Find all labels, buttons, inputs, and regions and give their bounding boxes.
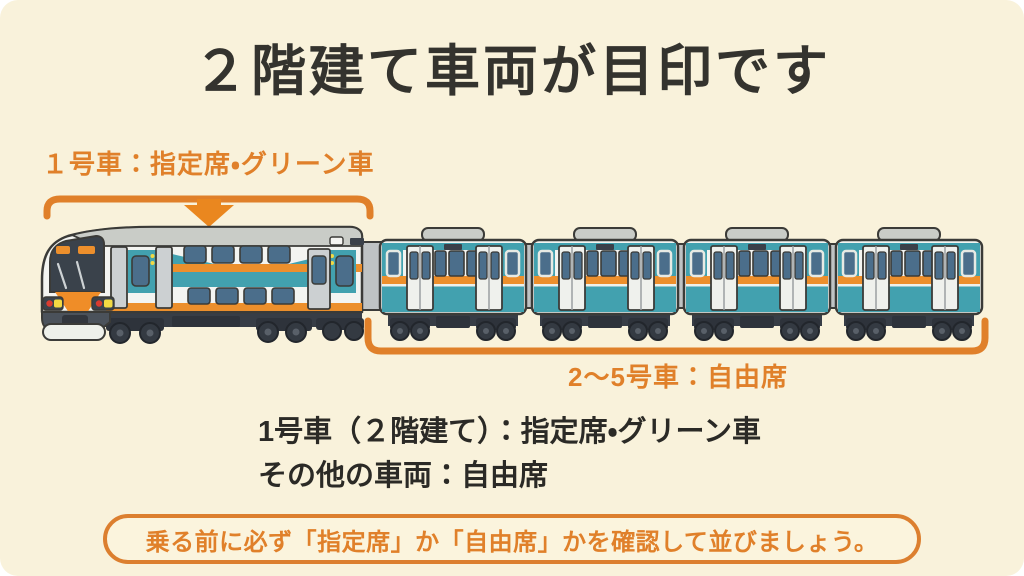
car1-double-decker	[40, 225, 364, 344]
car1-door	[155, 246, 173, 309]
train-illustration	[40, 225, 984, 344]
car1-teal-panel-left	[128, 250, 156, 293]
headlight-left	[42, 296, 64, 311]
car1-front-skirt	[41, 311, 111, 341]
cars2-5-bracket-label: 2〜5号車：自由席	[568, 362, 788, 392]
car1-upper-windows	[183, 245, 291, 264]
car1-windshield	[49, 234, 105, 293]
coach-car-2	[378, 226, 528, 342]
headlight-right	[91, 296, 115, 311]
notice-banner-text: 乗る前に必ず「指定席」か「自由席」かを確認して並びましょう。	[145, 528, 879, 556]
legend-text: 1号車（２階建て）：指定席・グリーン車 その他の車両：自由席	[258, 410, 761, 498]
car1-lower-windows	[187, 287, 295, 305]
coach-car-4	[682, 226, 832, 342]
car1-nose-chevron	[55, 292, 101, 326]
arrow-down-icon	[184, 199, 234, 227]
car1-door	[110, 246, 128, 309]
car1-roof	[69, 226, 363, 247]
cars2-5-bracket-icon	[364, 317, 989, 355]
car1-teal-panel-right	[328, 250, 356, 293]
car1-door	[307, 248, 331, 310]
coach-car-3	[530, 226, 680, 342]
notice-banner: 乗る前に必ず「指定席」か「自由席」かを確認して並びましょう。	[103, 514, 921, 564]
car1-bracket-icon	[43, 195, 374, 227]
page-title: ２階建て車両が目印です	[192, 40, 831, 102]
legend-line1: 1号車（２階建て）：指定席・グリーン車	[258, 416, 762, 448]
wheels	[109, 321, 364, 344]
legend-line2: その他の車両：自由席	[258, 460, 549, 492]
car1-bracket-label: １号車：指定席・グリーン車	[42, 149, 375, 179]
coach-car-5	[834, 226, 984, 342]
